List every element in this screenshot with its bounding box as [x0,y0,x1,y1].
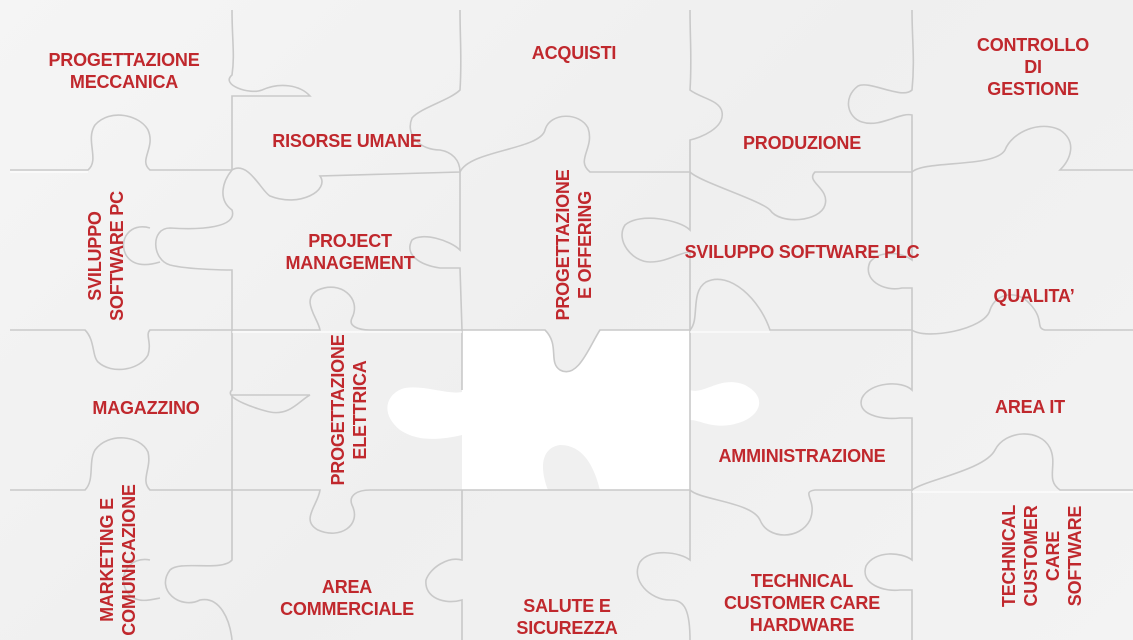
piece-risorse-umane: RISORSE UMANE [272,131,422,151]
seam-lines [10,9,1133,640]
piece-area-commerciale: AREA COMMERCIALE [280,577,414,619]
piece-technical-cc-software: TECHNICAL CUSTOMER CARE SOFTWARE [999,504,1085,608]
piece-marketing-comunicazione: MARKETING E COMUNICAZIONE [97,484,139,636]
piece-progettazione-offering: PROGETTAZIONE E OFFERING [553,169,595,321]
piece-controllo-di-gestione: CONTROLLO DI GESTIONE [976,35,1090,99]
piece-qualita: QUALITA’ [993,286,1075,306]
missing-piece [387,330,760,490]
piece-amministrazione: AMMINISTRAZIONE [718,446,886,466]
piece-technical-cc-hardware: TECHNICAL CUSTOMER CARE HARDWARE [723,571,881,635]
piece-acquisti: ACQUISTI [531,43,617,63]
piece-project-management: PROJECT MANAGEMENT [285,231,415,273]
piece-produzione: PRODUZIONE [742,133,862,153]
piece-progettazione-meccanica: PROGETTAZIONE MECCANICA [48,50,200,92]
piece-progettazione-elettrica: PROGETTAZIONE ELETTRICA [328,334,370,486]
seam-highlights [10,171,1133,493]
piece-area-it: AREA IT [995,397,1065,417]
piece-magazzino: MAGAZZINO [92,398,200,418]
piece-sviluppo-software-pc: SVILUPPO SOFTWARE PC [85,191,127,321]
piece-salute-sicurezza: SALUTE E SICUREZZA [516,596,618,638]
piece-sviluppo-software-plc: SVILUPPO SOFTWARE PLC [684,242,920,262]
